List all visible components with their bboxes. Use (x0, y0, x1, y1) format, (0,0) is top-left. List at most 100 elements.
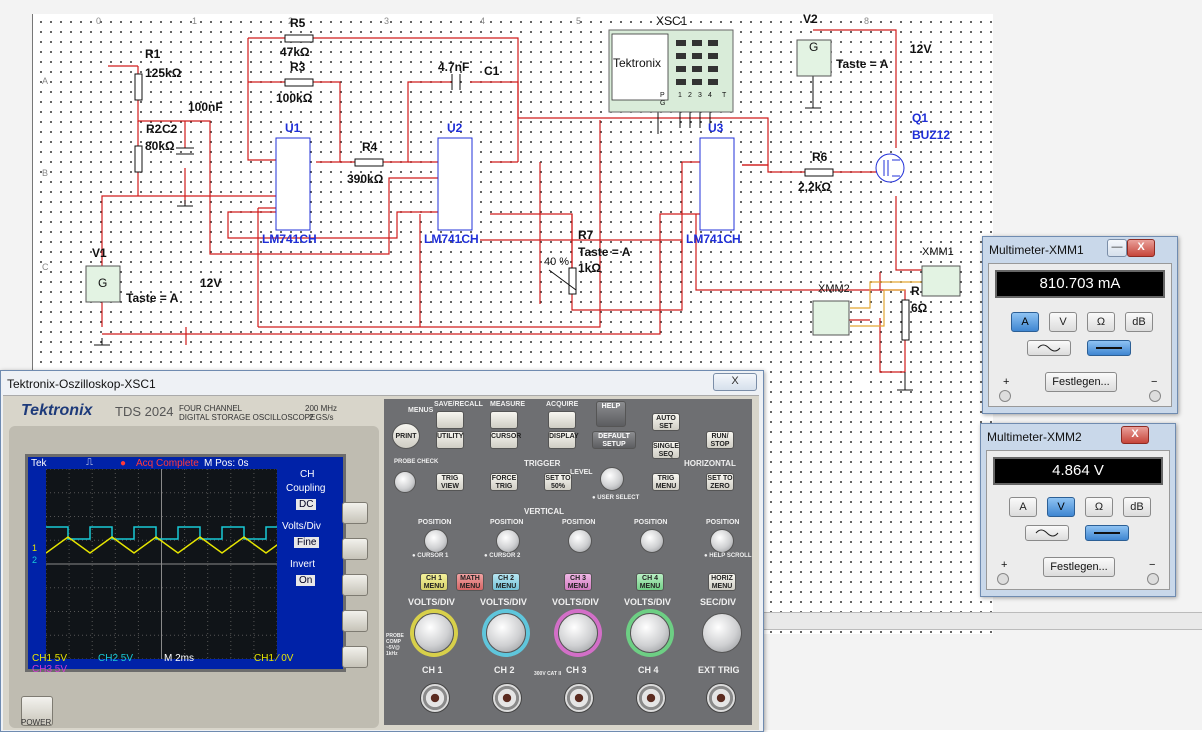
power-button[interactable] (21, 696, 53, 726)
print-button[interactable]: PRINT (392, 423, 420, 449)
math-menu-button[interactable]: MATH MENU (456, 573, 484, 591)
decibel-button[interactable]: dB (1125, 312, 1153, 332)
u3-model: LM741CH (686, 232, 741, 246)
ch1-menu-button[interactable]: CH 1 MENU (420, 573, 448, 591)
set-button[interactable]: Festlegen... (1045, 372, 1117, 392)
multimeter-xmm2-window[interactable]: Multimeter-XMM2 X 4.864 V A V Ω dB + − F… (980, 423, 1176, 597)
default-setup-button[interactable]: DEFAULT SETUP (592, 431, 636, 449)
ch4-input-connector[interactable] (636, 683, 666, 713)
horizontal-scrollbar[interactable] (760, 612, 1202, 630)
ch3-input-connector[interactable] (564, 683, 594, 713)
xsc1-pin-3: 3 (698, 92, 702, 99)
trigger-section-label: TRIGGER (524, 459, 561, 468)
voltmeter-button[interactable]: V (1049, 312, 1077, 332)
measure-label: MEASURE (490, 401, 526, 408)
cursor-button[interactable]: CURSOR (490, 431, 521, 449)
dc-mode-button[interactable] (1085, 525, 1129, 541)
brand-logo: Tektronix (21, 402, 93, 419)
dc-mode-button[interactable] (1087, 340, 1131, 356)
option-button-5[interactable] (342, 646, 368, 668)
ch4-position-knob[interactable] (640, 529, 664, 553)
r2-label: R2 (146, 122, 162, 136)
ruler-label: B (42, 168, 49, 178)
trig-menu-button[interactable]: TRIG MENU (652, 473, 680, 491)
ch3-menu-button[interactable]: CH 3 MENU (564, 573, 592, 591)
ch2-position-knob[interactable] (496, 529, 520, 553)
autoset-button[interactable]: AUTO SET (652, 413, 680, 431)
trigger-level-knob[interactable] (600, 467, 624, 491)
single-seq-button[interactable]: SINGLE SEQ (652, 441, 680, 459)
decibel-button[interactable]: dB (1123, 497, 1151, 517)
trig-view-button[interactable]: TRIG VIEW (436, 473, 464, 491)
utility-button[interactable]: UTILITY (436, 431, 464, 449)
ohmmeter-button[interactable]: Ω (1087, 312, 1115, 332)
voltsdiv-label: Volts/Div (282, 521, 321, 532)
save-recall-button[interactable] (436, 411, 464, 429)
r4-value: 390kΩ (347, 172, 384, 186)
set-50-button[interactable]: SET TO 50% (544, 473, 572, 491)
ch2-voltsdiv-knob[interactable] (486, 613, 526, 653)
help-scroll-label: ● HELP SCROLL (704, 553, 752, 559)
close-button[interactable]: X (1121, 426, 1149, 444)
v2-gen: G (809, 40, 819, 54)
ch4-menu-button[interactable]: CH 4 MENU (636, 573, 664, 591)
ch1-input-connector[interactable] (420, 683, 450, 713)
plus-terminal[interactable] (999, 390, 1011, 402)
set-zero-button[interactable]: SET TO ZERO (706, 473, 734, 491)
ac-mode-button[interactable] (1027, 340, 1071, 356)
r6-label: R6 (812, 150, 828, 164)
minimize-button[interactable]: — (1107, 239, 1127, 257)
option-button-2[interactable] (342, 538, 368, 560)
ch2-input-connector[interactable] (492, 683, 522, 713)
ohmmeter-button[interactable]: Ω (1085, 497, 1113, 517)
xmm2-label: XMM2 (818, 283, 850, 295)
set-button[interactable]: Festlegen... (1043, 557, 1115, 577)
option-button-3[interactable] (342, 574, 368, 596)
horiz-menu-button[interactable]: HORIZ MENU (708, 573, 736, 591)
multimeter-xmm1-window[interactable]: Multimeter-XMM1 — X 810.703 mA A V Ω dB … (982, 236, 1178, 414)
run-stop-button[interactable]: RUN/ STOP (706, 431, 734, 449)
ch3-position-knob[interactable] (568, 529, 592, 553)
option-button-4[interactable] (342, 610, 368, 632)
ch1-scale: CH1 5V (32, 653, 68, 664)
minus-terminal[interactable] (1149, 390, 1161, 402)
secdiv-knob[interactable] (702, 613, 742, 653)
ch4-voltsdiv-knob[interactable] (630, 613, 670, 653)
measure-button[interactable] (490, 411, 518, 429)
v1-voltage: 12V (200, 276, 222, 290)
ruler-label: 0 (96, 16, 102, 26)
ac-mode-button[interactable] (1025, 525, 1069, 541)
minus-terminal[interactable] (1147, 573, 1159, 585)
plus-terminal[interactable] (997, 573, 1009, 585)
ch3-voltsdiv-knob[interactable] (558, 613, 598, 653)
help-button[interactable]: HELP (596, 401, 626, 427)
horiz-position-knob[interactable] (710, 529, 734, 553)
ch1-position-knob[interactable] (424, 529, 448, 553)
close-button[interactable]: X (1127, 239, 1155, 257)
probe-check-button[interactable] (394, 471, 416, 493)
window-title: Tektronix-Oszilloskop-XSC1 (7, 377, 156, 391)
side-menu: CH Coupling DC Volts/Div Fine Invert On (280, 469, 337, 659)
oscilloscope-window[interactable]: Tektronix-Oszilloskop-XSC1 X Tektronix T… (0, 370, 764, 732)
ext-trig-connector[interactable] (706, 683, 736, 713)
close-button[interactable]: X (713, 373, 757, 391)
u2-label: U2 (447, 121, 463, 135)
model-desc-1: FOUR CHANNEL (179, 404, 243, 413)
force-trig-button[interactable]: FORCE TRIG (490, 473, 518, 491)
r6-value: 2,2kΩ (798, 180, 831, 194)
acquire-button[interactable] (548, 411, 576, 429)
invert-value: On (296, 575, 316, 586)
ch2-menu-button[interactable]: CH 2 MENU (492, 573, 520, 591)
plus-terminal-label: + (1003, 376, 1010, 388)
display-button[interactable]: DISPLAY (548, 431, 579, 449)
power-label: POWER (21, 718, 52, 727)
ammeter-button[interactable]: A (1009, 497, 1037, 517)
minus-terminal-label: − (1151, 376, 1158, 388)
bandwidth-1: 200 MHz (305, 404, 338, 413)
ammeter-button[interactable]: A (1011, 312, 1039, 332)
sine-wave-icon (1037, 344, 1061, 352)
option-button-1[interactable] (342, 502, 368, 524)
voltmeter-button[interactable]: V (1047, 497, 1075, 517)
coupling-value: DC (296, 499, 317, 510)
ch1-voltsdiv-knob[interactable] (414, 613, 454, 653)
